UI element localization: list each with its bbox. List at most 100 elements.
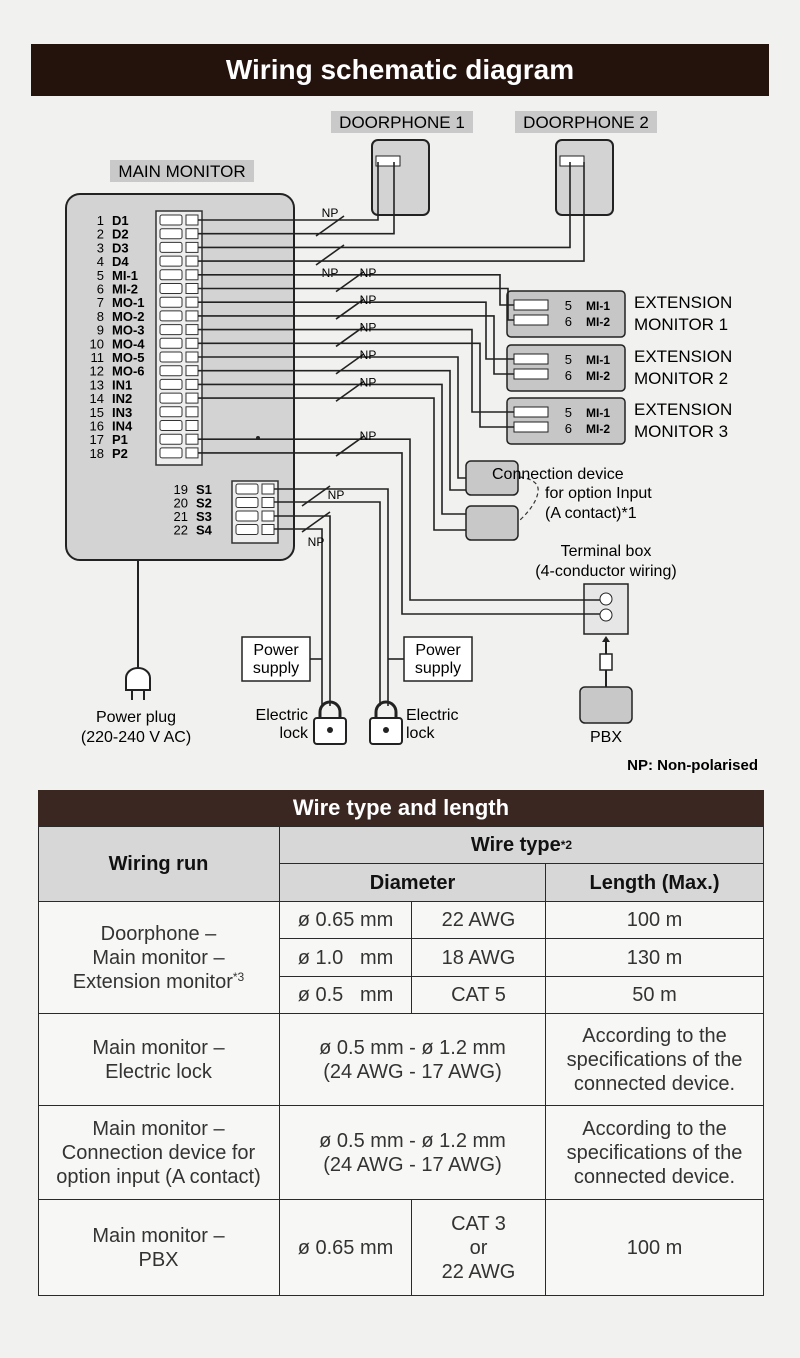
terminal-screw bbox=[159, 310, 183, 322]
terminal-number: 10 bbox=[90, 336, 104, 351]
power-supply-label: Power bbox=[253, 642, 299, 659]
terminal-screw bbox=[159, 406, 183, 418]
np-label: NP bbox=[360, 266, 377, 280]
terminal-slot bbox=[185, 228, 199, 240]
electric-lock-2-icon bbox=[369, 700, 403, 745]
connection-device-label: Connection device bbox=[492, 466, 624, 483]
terminal-screw bbox=[513, 353, 549, 365]
terminal-screw bbox=[235, 510, 259, 522]
terminal-slot bbox=[261, 483, 275, 495]
doorphone2-label: DOORPHONE 2 bbox=[523, 113, 649, 132]
terminal-screw bbox=[513, 299, 549, 311]
terminal-slot bbox=[185, 392, 199, 404]
terminal-slot bbox=[185, 365, 199, 377]
run-electric-lock: Main monitor –Electric lock bbox=[38, 1014, 280, 1106]
table-cell: ø 0.5 mm - ø 1.2 mm(24 AWG - 17 AWG) bbox=[280, 1014, 546, 1106]
np-label: NP bbox=[360, 293, 377, 307]
np-slash bbox=[301, 511, 331, 533]
header-wiring-run: Wiring run bbox=[38, 826, 280, 902]
power-plug-label: (220-240 V AC) bbox=[81, 729, 191, 746]
wire bbox=[198, 162, 571, 249]
terminal-label: D2 bbox=[112, 227, 129, 242]
terminal-number: 11 bbox=[91, 350, 105, 365]
dot bbox=[256, 436, 260, 440]
terminal-slot bbox=[261, 524, 275, 535]
table-cell: ø 0.65 mm bbox=[280, 902, 412, 939]
header-wire-type: Wire type*2 bbox=[280, 826, 764, 864]
extension-monitor-label: MONITOR 2 bbox=[634, 369, 728, 388]
header-diameter: Diameter bbox=[280, 864, 546, 902]
terminal-slot bbox=[185, 283, 199, 294]
table-cell: 22 AWG bbox=[412, 902, 546, 939]
terminal-slot bbox=[261, 510, 275, 522]
ext-terminal-number: 6 bbox=[565, 421, 572, 436]
power-supply-2 bbox=[403, 636, 473, 682]
terminal-label: MO-5 bbox=[112, 350, 145, 365]
terminal-screw bbox=[513, 368, 549, 380]
ext-terminal-label: MI-1 bbox=[586, 406, 610, 420]
terminal-box-label: Terminal box bbox=[561, 543, 652, 560]
terminal-slot bbox=[261, 497, 275, 508]
terminal-number: 22 bbox=[174, 523, 188, 538]
terminal-number: 21 bbox=[174, 509, 188, 524]
wire bbox=[198, 273, 514, 306]
np-label: NP bbox=[360, 321, 377, 335]
np-label: NP bbox=[360, 348, 377, 362]
run-doorphone: Doorphone –Main monitor –Extension monit… bbox=[38, 902, 280, 1014]
terminal-number: 18 bbox=[90, 446, 104, 461]
wire bbox=[198, 328, 514, 413]
terminal-number: 6 bbox=[97, 282, 104, 297]
terminal-number: 14 bbox=[90, 391, 104, 406]
power-supply-label: Power bbox=[415, 642, 461, 659]
terminal-label: S1 bbox=[196, 482, 212, 497]
power-supply-label: supply bbox=[253, 660, 299, 677]
terminal-number: 8 bbox=[97, 309, 104, 324]
power-supply-label: supply bbox=[415, 660, 461, 677]
terminal-screw bbox=[159, 228, 183, 240]
np-label: NP bbox=[308, 535, 325, 549]
terminal-screw bbox=[159, 241, 183, 253]
terminal-label: IN2 bbox=[112, 391, 132, 406]
terminal-slot bbox=[185, 255, 199, 267]
wire bbox=[198, 452, 600, 615]
terminal-screw bbox=[235, 497, 259, 508]
np-slash bbox=[335, 380, 365, 402]
wire bbox=[198, 301, 514, 360]
terminal-screw bbox=[159, 269, 183, 281]
terminal-screw bbox=[513, 421, 549, 433]
wire bbox=[198, 369, 466, 491]
terminal-screw bbox=[159, 324, 183, 336]
table-cell: 18 AWG bbox=[412, 939, 546, 977]
table-cell: ø 0.5 mm bbox=[280, 977, 412, 1014]
terminal-label: MO-6 bbox=[112, 364, 145, 379]
electric-lock-label: Electric bbox=[256, 707, 308, 724]
table-cell: ø 0.65 mm bbox=[280, 1200, 412, 1296]
terminal-slot bbox=[185, 241, 199, 253]
terminal-number: 9 bbox=[97, 323, 104, 338]
extension-monitor-label: EXTENSION bbox=[634, 347, 732, 366]
ext-terminal-label: MI-2 bbox=[586, 422, 610, 436]
np-slash bbox=[335, 298, 365, 320]
terminal-slot bbox=[185, 214, 199, 226]
terminal-number: 15 bbox=[90, 405, 104, 420]
terminal-screw bbox=[159, 255, 183, 267]
terminal-screw bbox=[159, 392, 183, 404]
terminal-number: 12 bbox=[90, 364, 104, 379]
terminal-label: S2 bbox=[196, 496, 212, 511]
np-slash bbox=[335, 353, 365, 375]
ext-terminal-number: 5 bbox=[565, 352, 572, 367]
terminal-screw bbox=[159, 433, 183, 445]
table-cell: 130 m bbox=[546, 939, 764, 977]
wire bbox=[274, 515, 331, 706]
wire bbox=[198, 356, 466, 479]
power-plug-label: Power plug bbox=[96, 709, 176, 726]
terminal-label: S3 bbox=[196, 509, 212, 524]
extension-monitor-label: EXTENSION bbox=[634, 400, 732, 419]
terminal-label: MO-1 bbox=[112, 295, 145, 310]
wire bbox=[198, 162, 395, 235]
terminal-number: 16 bbox=[90, 419, 104, 434]
terminal-slot bbox=[185, 406, 199, 418]
terminal-number: 19 bbox=[174, 482, 188, 497]
wire bbox=[198, 162, 379, 221]
